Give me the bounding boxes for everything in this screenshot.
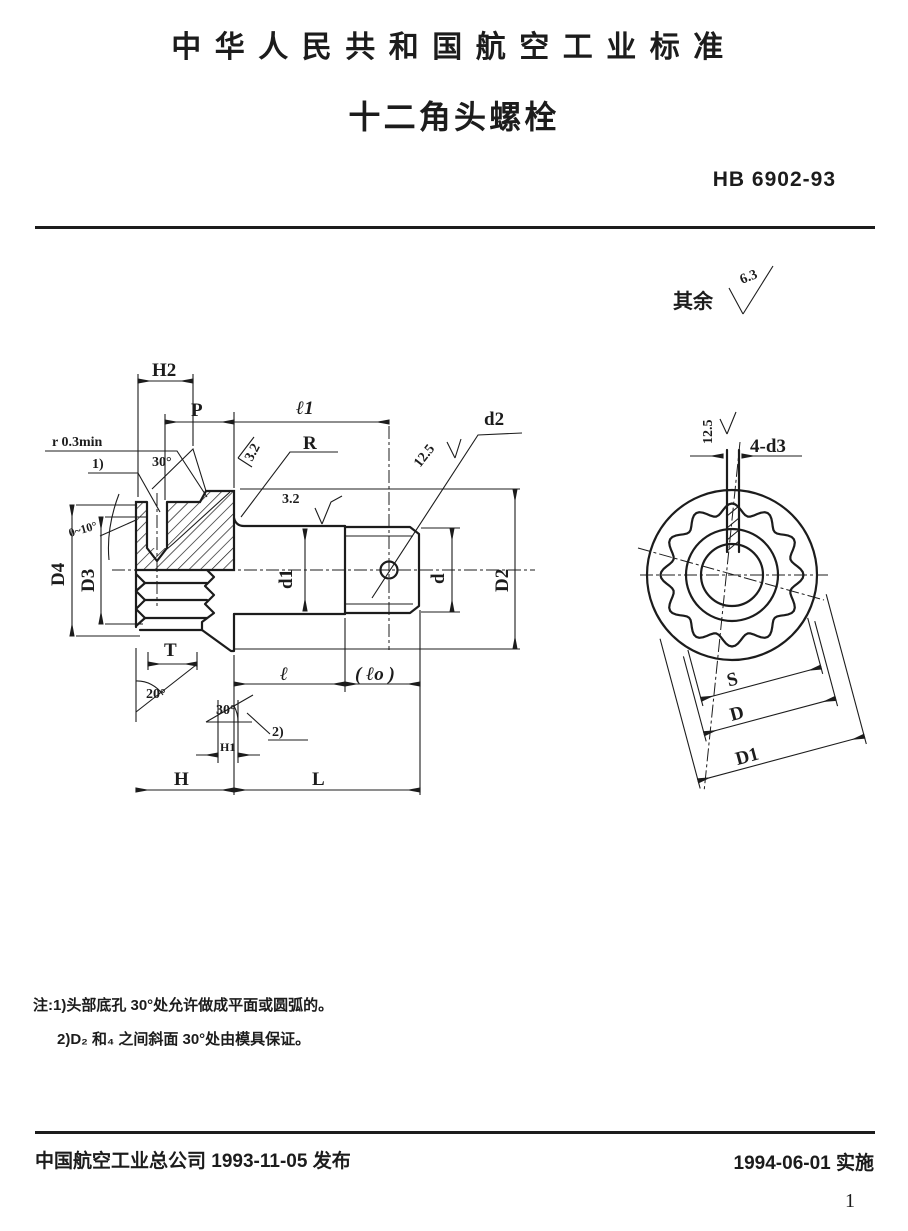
dim-label-length: L	[312, 769, 325, 790]
shank-top-fillet	[232, 516, 347, 528]
dim-label-l0: ( ℓo )	[355, 664, 395, 685]
dim-label-s: S	[725, 668, 741, 691]
dim-label-d: d	[428, 573, 449, 584]
drawing-notes: 注:1)头部底孔 30°处允许做成平面或圆弧的。 2)D₂ 和₄ 之间斜面 30…	[33, 998, 333, 1047]
dim-label-d-across: D	[728, 702, 747, 726]
standard-number: HB 6902-93	[712, 168, 836, 191]
end-view-hole-axis	[703, 441, 741, 793]
note-line-1: 注:1)头部底孔 30°处允许做成平面或圆弧的。	[33, 997, 334, 1014]
angle-label-30-bottom: 30°	[216, 703, 236, 718]
dim-label-p: P	[191, 400, 203, 421]
head-chamfer-wedge	[151, 447, 207, 492]
dim-label-r-fillet: r 0.3min	[52, 435, 103, 450]
footer-rule	[35, 1131, 875, 1134]
surface-note-prefix: 其余	[673, 289, 714, 313]
cone-bottom-edge	[200, 612, 236, 653]
end-view-tilted-axis	[637, 547, 825, 601]
roughness-check-icon	[728, 265, 774, 315]
dim-label-d2-dia: D2	[492, 569, 513, 592]
side-view-dimensions	[45, 374, 523, 795]
thread-minor-lines	[346, 535, 413, 605]
dim-label-r: R	[303, 433, 317, 454]
dim-label-4-d3: 4-d3	[750, 436, 786, 457]
twelve-point-lobes	[659, 502, 805, 648]
page-number: 1	[845, 1190, 855, 1212]
side-view: H2 P ℓ1 d2 r 0.3min 1) 30° 3.2 R 3.2 12.…	[45, 360, 535, 795]
dim-label-t: T	[164, 640, 177, 661]
shank	[232, 426, 421, 650]
dim-label-h: H	[174, 769, 189, 790]
roughness-label-face: 3.2	[242, 441, 263, 463]
cone-section-line	[166, 491, 231, 550]
d3-hole-section	[725, 448, 741, 554]
roughness-label-end: 12.5	[701, 420, 716, 445]
dim-label-l: ℓ	[280, 664, 288, 685]
dim-label-d4: D4	[48, 562, 69, 586]
surface-note-value: 6.3	[738, 267, 760, 287]
dim-label-d1-across: D1	[733, 744, 761, 770]
angle-label-20: 20°	[146, 687, 166, 702]
dim-label-d3: D3	[78, 569, 99, 592]
note-ref-1: 1)	[92, 457, 104, 472]
thread-section	[343, 525, 421, 615]
dim-label-d1: d1	[276, 569, 297, 589]
dim-label-l1: ℓ1	[296, 398, 314, 419]
end-view-width-dimensions: S D D1	[659, 594, 867, 789]
dim-label-d2: d2	[484, 409, 504, 430]
roughness-check-icon-end	[719, 411, 737, 435]
roughness-label-hole: 12.5	[411, 442, 438, 471]
footer-effective-date: 1994-06-01 实施	[733, 1153, 874, 1174]
header-rule	[35, 226, 875, 229]
dim-label-h1: H1	[220, 740, 235, 754]
note-line-2: 2)D₂ 和₄ 之间斜面 30°处由模具保证。	[57, 1031, 311, 1048]
twelve-point-profile	[134, 568, 236, 653]
roughness-label-shank: 3.2	[282, 492, 300, 507]
page-title: 中华人民共和国航空工业标准	[171, 31, 737, 64]
end-view: 4-d3 12.5 S D D1	[637, 411, 867, 793]
document-subtitle: 十二角头螺栓	[348, 99, 560, 135]
angle-label-30-top: 30°	[152, 455, 172, 470]
dim-label-h2: H2	[152, 360, 176, 381]
note-ref-2: 2)	[272, 725, 284, 740]
footer-issued-by: 中国航空工业总公司 1993-11-05 发布	[35, 1151, 351, 1172]
surface-roughness-note: 其余 6.3	[673, 265, 774, 315]
